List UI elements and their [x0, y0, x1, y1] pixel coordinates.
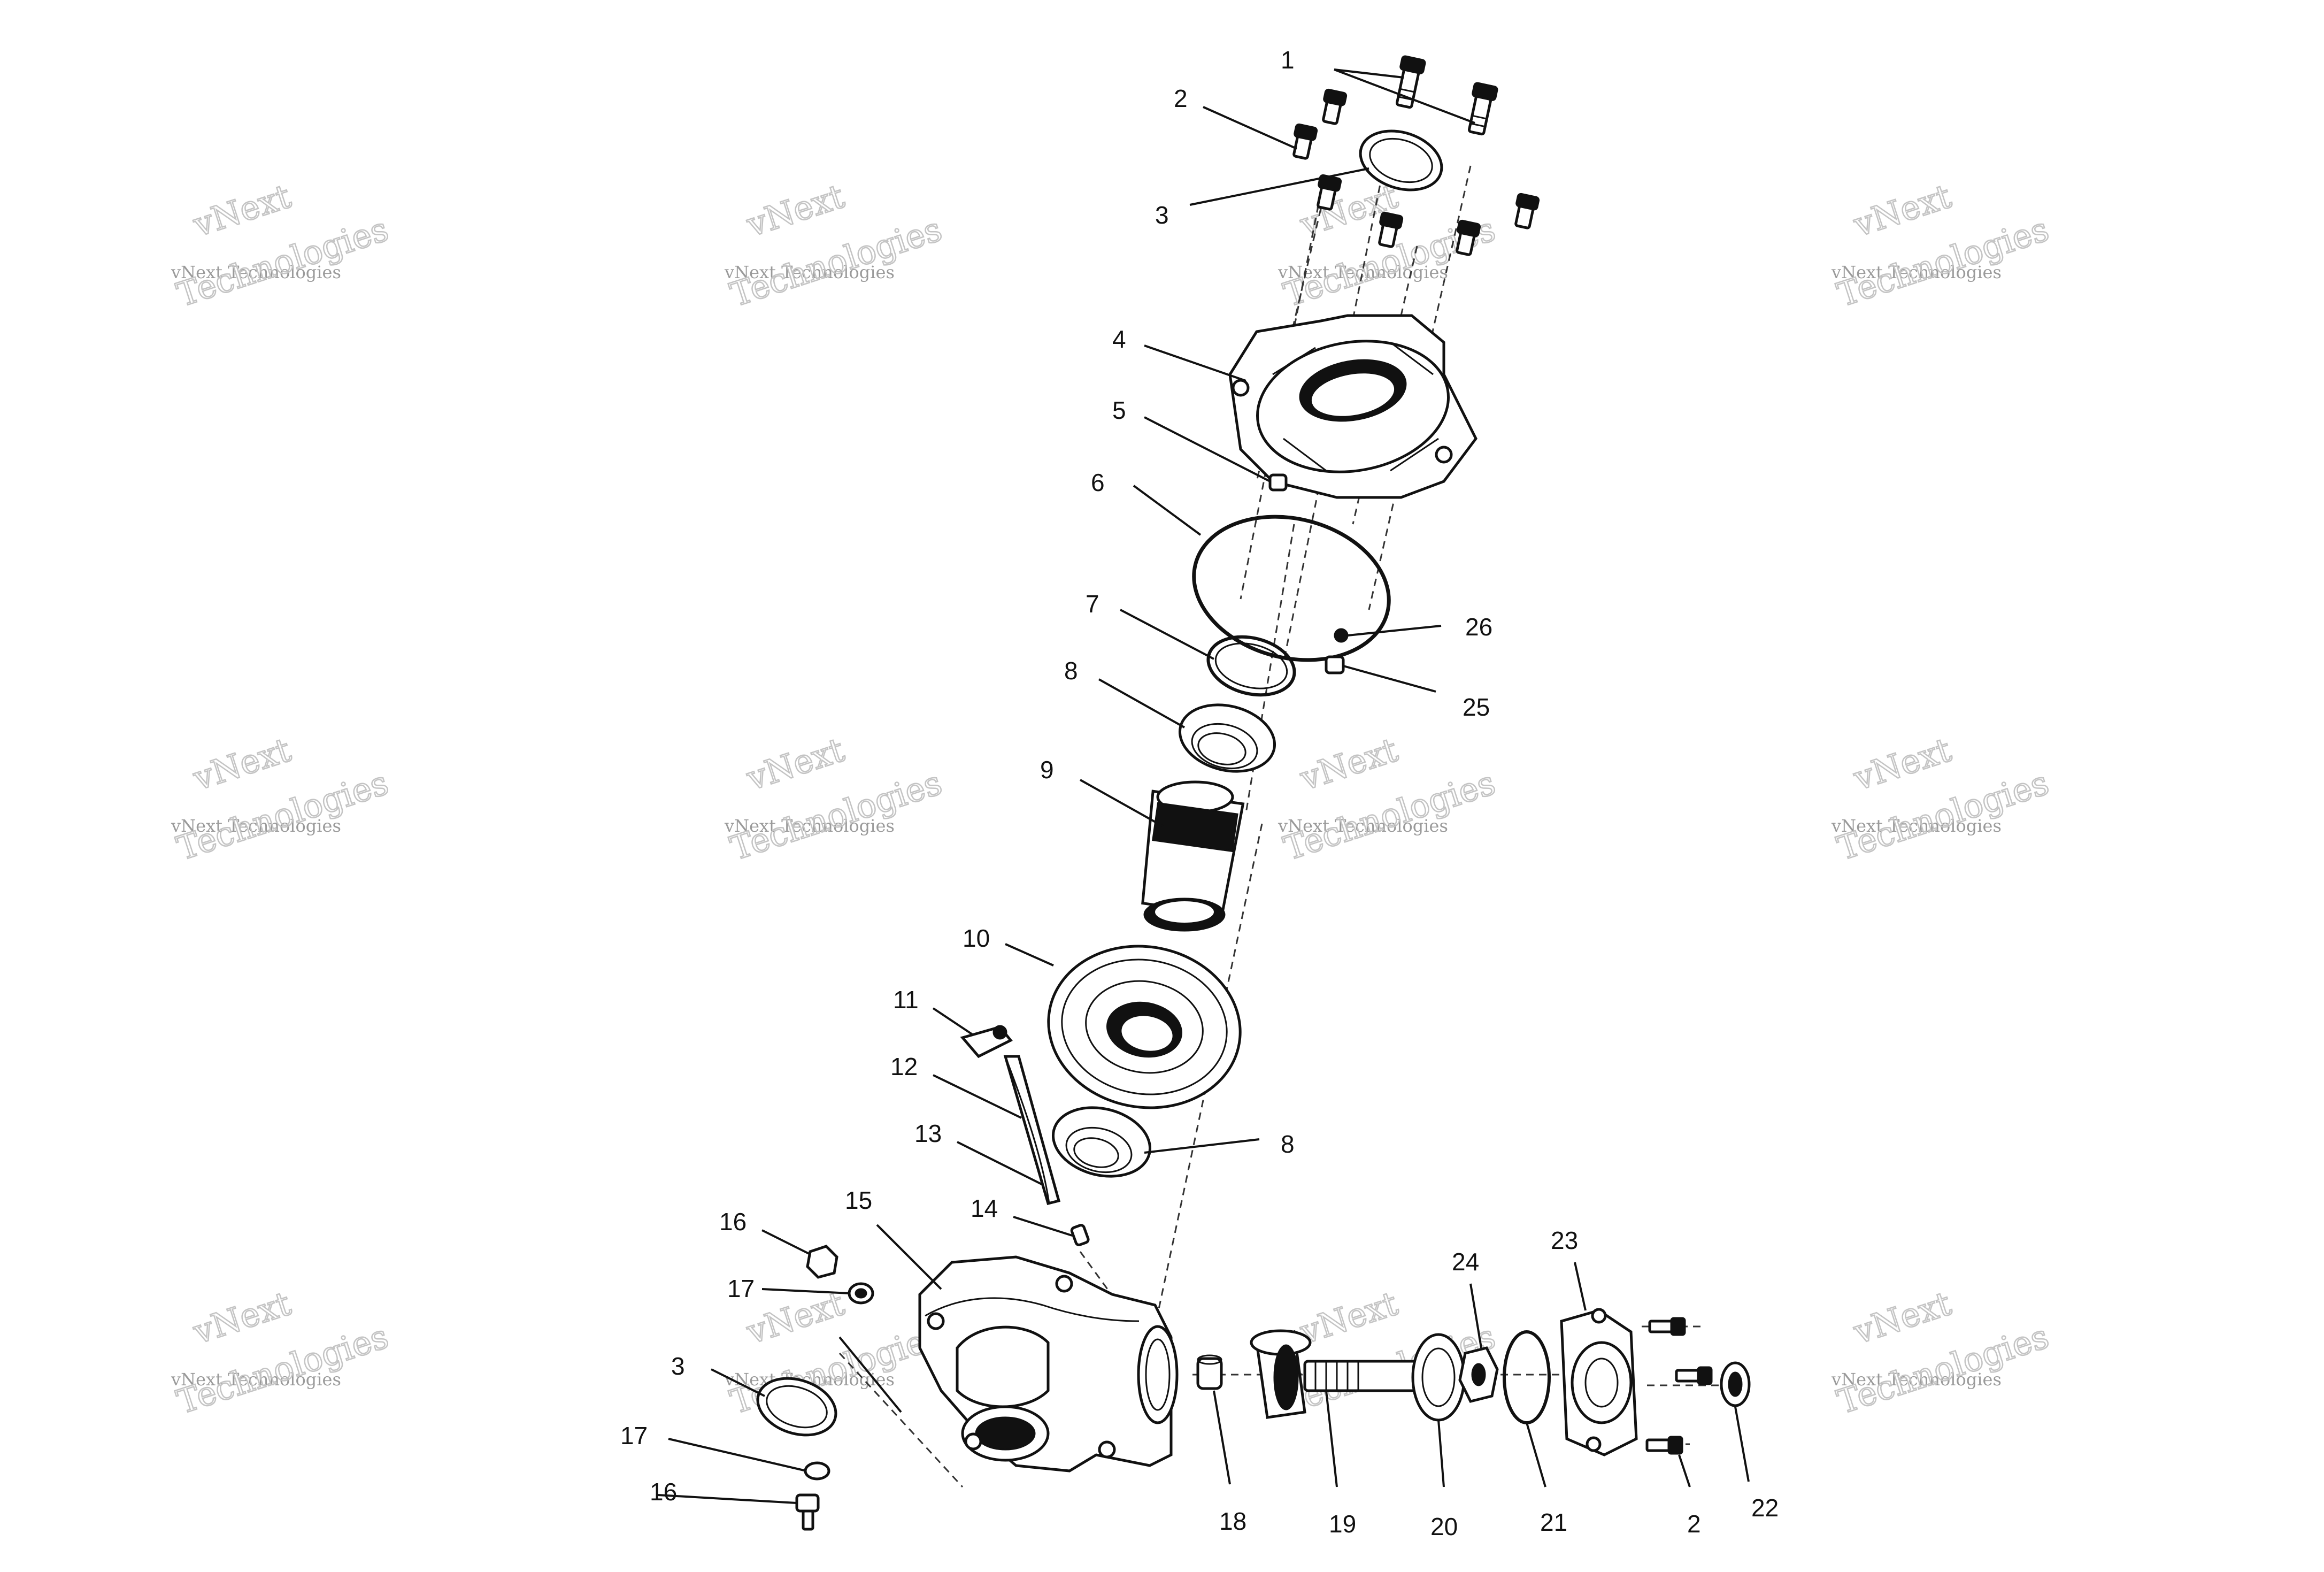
- watermark-line2: vNext Technologies: [171, 1369, 341, 1390]
- watermark-line2: vNext Technologies: [1831, 262, 2002, 282]
- watermark-line1: vNext: [742, 1284, 849, 1352]
- watermark: vNext vNext Technologies Technologies: [724, 176, 947, 315]
- callout-25: 25: [1463, 693, 1490, 721]
- part-10-flange: [1047, 945, 1242, 1109]
- part-5-plug: [1268, 473, 1288, 492]
- watermark-line1: vNext: [188, 730, 295, 798]
- callout-8-lower: 8: [1281, 1130, 1295, 1158]
- watermark: vNext vNext Technologies Technologies: [724, 730, 947, 869]
- callout-2: 2: [1174, 85, 1188, 112]
- part-15-gearcase-housing: [918, 1255, 1179, 1473]
- watermark-line1: vNext: [1295, 730, 1402, 798]
- watermark-line2: vNext Technologies: [171, 262, 341, 282]
- part-4-housing-cover: [1228, 314, 1477, 499]
- callout-20: 20: [1430, 1513, 1458, 1540]
- part-17-washer-top: [848, 1282, 874, 1305]
- watermark-line1: vNext: [188, 177, 295, 244]
- callout-14: 14: [971, 1194, 998, 1222]
- callout-23: 23: [1551, 1226, 1578, 1254]
- callout-7: 7: [1086, 590, 1099, 618]
- part-25-fitting: [1325, 655, 1345, 674]
- watermark-line2: vNext Technologies: [1831, 816, 2002, 836]
- watermark: vNext vNext Technologies Technologies: [1831, 1283, 2054, 1422]
- callout-15: 15: [845, 1186, 872, 1214]
- callout-8: 8: [1064, 657, 1078, 685]
- watermark-line2: vNext Technologies: [724, 816, 895, 836]
- callout-21: 21: [1540, 1508, 1567, 1536]
- callout-12: 12: [890, 1053, 918, 1080]
- callout-11: 11: [893, 986, 919, 1014]
- part-14-pin: [1070, 1224, 1090, 1246]
- part-21-o-ring: [1503, 1330, 1551, 1424]
- watermark-line1: vNext: [1849, 177, 1956, 244]
- part-1-bolts: [1395, 55, 1498, 136]
- watermark-line2: vNext Technologies: [1831, 1369, 2002, 1390]
- part-9-shaft-sleeve: [1141, 780, 1245, 932]
- callout-1: 1: [1281, 46, 1295, 74]
- part-8-bearing-bottom: [1051, 1106, 1152, 1178]
- part-16-bolt-bottom: [795, 1493, 820, 1531]
- part-2-bolts-right: [1645, 1317, 1713, 1455]
- callout-6: 6: [1091, 469, 1105, 496]
- callout-3: 3: [1155, 201, 1169, 229]
- watermark-line1: vNext: [742, 730, 849, 798]
- watermark: vNext vNext Technologies Technologies: [171, 176, 394, 315]
- part-17-washer-bottom: [804, 1461, 830, 1481]
- callout-26: 26: [1465, 613, 1492, 641]
- watermark-line1: vNext: [742, 177, 849, 244]
- part-8-bearing-top: [1178, 703, 1276, 773]
- part-7-ring: [1206, 635, 1296, 697]
- callout-2-lower: 2: [1687, 1510, 1701, 1538]
- callout-13: 13: [914, 1119, 942, 1147]
- watermark-line1: vNext: [1849, 730, 1956, 798]
- part-22-washer: [1720, 1361, 1751, 1407]
- callout-19: 19: [1329, 1510, 1356, 1538]
- watermark: vNext vNext Technologies Technologies: [171, 1283, 394, 1422]
- callout-16-lower: 16: [650, 1478, 677, 1506]
- callout-22: 22: [1751, 1494, 1779, 1522]
- part-3-seal-top: [1359, 129, 1443, 191]
- watermark-line1: vNext: [1849, 1284, 1956, 1352]
- part-23-end-cap: [1560, 1308, 1638, 1456]
- part-11-breather: [960, 1025, 1013, 1059]
- watermark-line2: vNext Technologies: [171, 816, 341, 836]
- part-20-bearing: [1411, 1333, 1466, 1422]
- part-16-nut-top: [806, 1245, 838, 1279]
- watermark: vNext vNext Technologies Technologies: [1831, 176, 2054, 315]
- watermark: vNext vNext Technologies Technologies: [1278, 730, 1500, 869]
- part-2-bolts: [1292, 88, 1540, 256]
- watermark: vNext vNext Technologies Technologies: [171, 730, 394, 869]
- part-6-o-ring: [1192, 515, 1391, 662]
- callout-24: 24: [1452, 1248, 1479, 1276]
- callout-3-lower: 3: [671, 1352, 685, 1380]
- part-12-13-vent-tube: [1003, 1055, 1061, 1206]
- callout-9: 9: [1040, 756, 1054, 784]
- part-24-nut: [1458, 1346, 1499, 1403]
- callout-10: 10: [963, 924, 990, 952]
- watermark: vNext vNext Technologies Technologies: [1831, 730, 2054, 869]
- callout-5: 5: [1112, 396, 1126, 424]
- callout-17: 17: [727, 1275, 755, 1302]
- part-19-pinion-shaft: [1250, 1329, 1424, 1419]
- watermark-line2: vNext Technologies: [724, 262, 895, 282]
- part-3-seal-bottom: [756, 1377, 837, 1437]
- part-18-bushing: [1196, 1354, 1223, 1390]
- watermark-grid: vNext vNext Technologies Technologies vN…: [171, 176, 2054, 1422]
- callout-labels: 1 2 3 4 5 6 7 8 9 10 11 12 13 14 15 16 1…: [620, 46, 1779, 1540]
- leader-lines: [657, 68, 1750, 1504]
- part-26-fitting: [1334, 628, 1349, 643]
- callout-16: 16: [719, 1208, 747, 1236]
- callout-18: 18: [1219, 1507, 1246, 1535]
- callout-17-lower: 17: [620, 1422, 648, 1450]
- watermark-line1: vNext: [188, 1284, 295, 1352]
- callout-4: 4: [1112, 325, 1126, 353]
- watermark-line2: vNext Technologies: [1278, 816, 1448, 836]
